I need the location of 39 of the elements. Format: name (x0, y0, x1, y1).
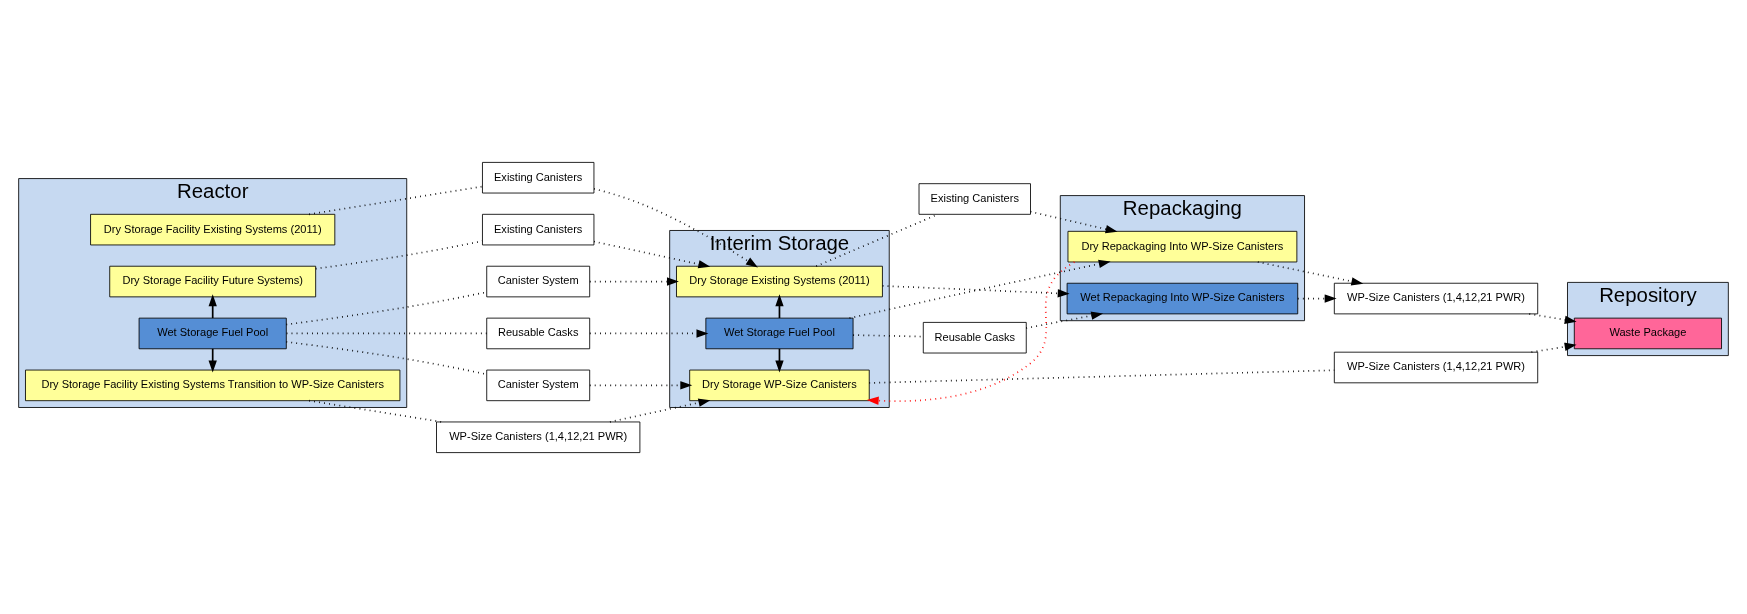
arrow (593, 187, 758, 267)
node-box: Existing Canisters (482, 213, 595, 245)
node-box: WP-Size Canisters (1,4,12,21 PWR) (436, 421, 641, 453)
arrow (1256, 260, 1364, 285)
node-box: Dry Storage Facility Future Systems) (109, 265, 317, 297)
node-box: Reusable Casks (922, 321, 1027, 353)
node-box: Reusable Casks (486, 317, 591, 349)
node-box: Wet Repackaging Into WP-Size Canisters (1066, 282, 1299, 314)
node-box: Canister System (486, 265, 591, 297)
arrow (208, 293, 217, 319)
node-box: Existing Canisters (482, 161, 595, 193)
connector (308, 185, 484, 215)
arrow (1025, 311, 1104, 329)
node-box: WP-Size Canisters (1,4,12,21 PWR) (1333, 282, 1539, 314)
arrow (609, 398, 711, 423)
arrow (589, 380, 693, 390)
arrow (1530, 342, 1577, 353)
node-box: Wet Storage Fuel Pool (705, 317, 854, 349)
arrow (1528, 312, 1577, 324)
connector (308, 399, 443, 423)
node-box: Wet Storage Fuel Pool (138, 317, 287, 349)
node-box: Canister System (486, 369, 591, 401)
node-box: Dry Storage Facility Existing Systems Transition to WP-Size Canisters (25, 369, 401, 401)
node-box: Dry Storage Existing Systems (2011) (676, 265, 883, 297)
arrow (866, 260, 1076, 405)
arrow (589, 328, 709, 338)
node-box: Waste Package (1573, 317, 1722, 349)
arrow (593, 240, 711, 268)
arrow (848, 259, 1111, 319)
node-box: Dry Storage Facility Existing Systems (2011) (90, 213, 336, 245)
node-box: WP-Size Canisters (1,4,12,21 PWR) (1333, 351, 1539, 383)
node-box: Dry Storage WP-Size Canisters (689, 369, 870, 401)
node-box: Dry Repackaging Into WP-Size Canisters (1067, 230, 1298, 262)
node-box: Existing Canisters (918, 182, 1031, 215)
arrow (589, 276, 679, 286)
arrow (1029, 210, 1118, 233)
connector (852, 333, 924, 337)
arrow (208, 347, 217, 373)
arrow (1296, 293, 1337, 303)
